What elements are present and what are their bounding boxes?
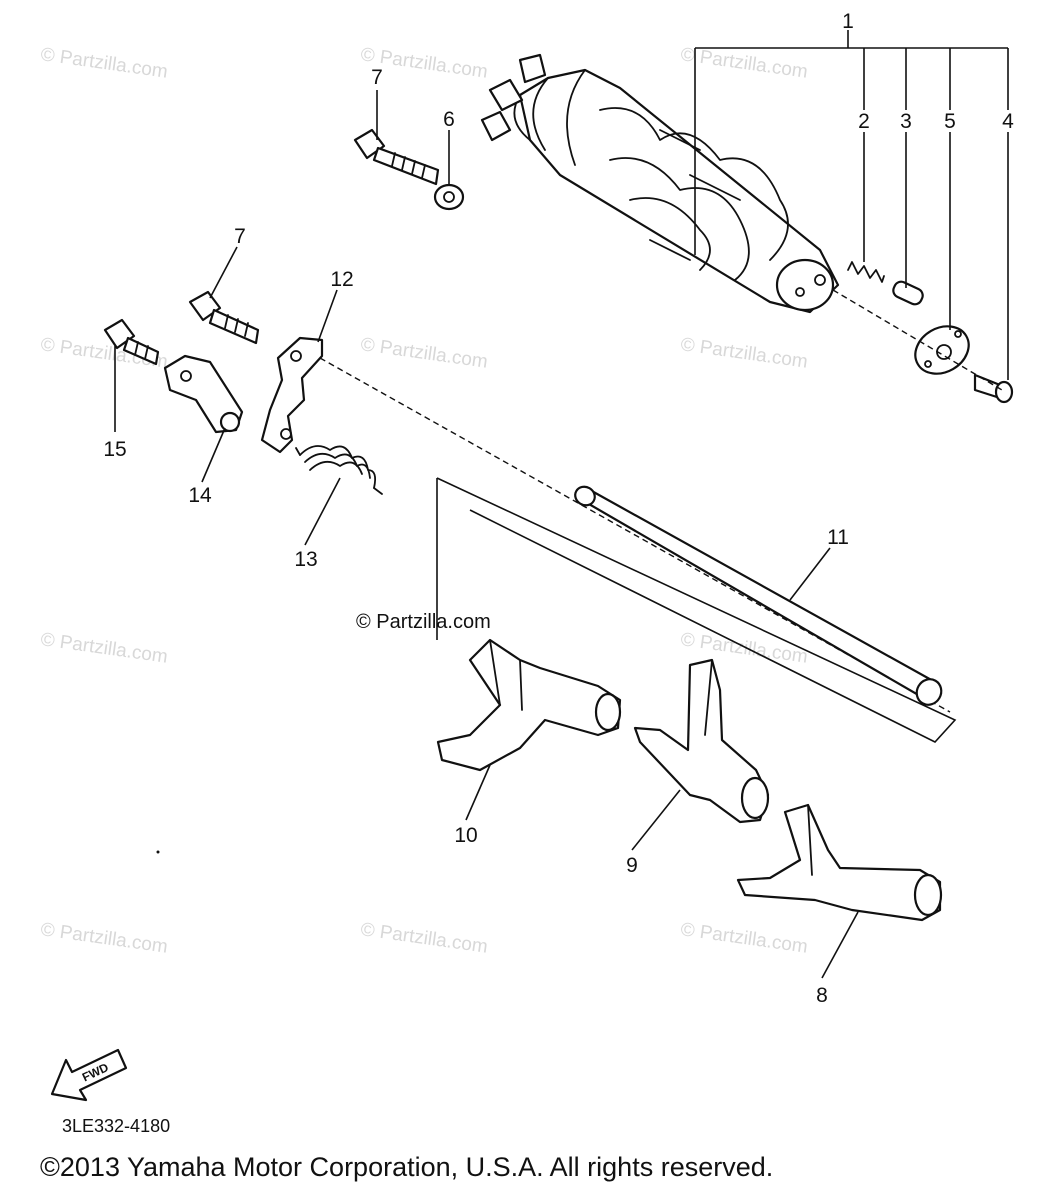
watermark: © Partzilla.com — [359, 334, 489, 373]
plate-screw — [973, 373, 1014, 404]
bolt-lower — [188, 290, 260, 345]
watermark: © Partzilla.com — [679, 44, 809, 83]
callout-3: 3 — [900, 110, 912, 133]
leader-lines — [114, 30, 1009, 979]
shift-fork-shaft — [574, 485, 943, 706]
callout-7-upper: 7 — [371, 66, 383, 89]
callout-labels: 1 2 3 4 5 6 7 7 8 9 10 11 12 13 14 15 — [103, 10, 1014, 1007]
fwd-arrow-icon: FWD — [50, 1048, 128, 1102]
center-watermark: © Partzilla.com — [356, 611, 491, 633]
callout-10: 10 — [454, 824, 477, 847]
shift-drum — [480, 53, 840, 314]
callout-8: 8 — [816, 984, 828, 1007]
detent-spring — [847, 261, 885, 283]
callout-2: 2 — [858, 110, 870, 133]
shift-fork-8 — [736, 803, 943, 922]
watermark: © Partzilla.com — [679, 334, 809, 373]
torsion-spring — [295, 445, 383, 495]
callout-11: 11 — [827, 526, 849, 549]
callout-7-lower: 7 — [234, 225, 246, 248]
assembly-line — [436, 477, 957, 743]
shift-fork-9 — [633, 658, 770, 824]
watermark: © Partzilla.com — [359, 919, 489, 958]
washer — [433, 183, 465, 211]
callout-4: 4 — [1002, 110, 1014, 133]
watermark: © Partzilla.com — [39, 44, 169, 83]
bolt-upper — [353, 128, 440, 186]
speck — [156, 850, 160, 854]
callout-6: 6 — [443, 108, 455, 131]
bolt-15 — [103, 318, 160, 366]
copyright-notice: ©2013 Yamaha Motor Corporation, U.S.A. A… — [40, 1152, 774, 1182]
callout-12: 12 — [330, 268, 353, 291]
callout-13: 13 — [294, 548, 317, 571]
callout-15: 15 — [103, 438, 126, 461]
watermark: © Partzilla.com — [679, 919, 809, 958]
shift-fork-10 — [436, 638, 622, 772]
detent-pin — [892, 280, 924, 306]
callout-1: 1 — [842, 10, 854, 33]
watermark: © Partzilla.com — [39, 629, 169, 668]
callout-9: 9 — [626, 854, 638, 877]
exploded-parts-diagram: © Partzilla.com © Partzilla.com © Partzi… — [39, 10, 1014, 1102]
diagram-code: 3LE332-4180 — [62, 1116, 171, 1136]
segment-arm — [260, 336, 324, 454]
watermark: © Partzilla.com — [39, 919, 169, 958]
assembly-line — [832, 289, 1003, 391]
callout-14: 14 — [188, 484, 212, 507]
stopper-lever — [163, 354, 244, 434]
callout-5: 5 — [944, 110, 956, 133]
segment-plate — [914, 325, 970, 375]
